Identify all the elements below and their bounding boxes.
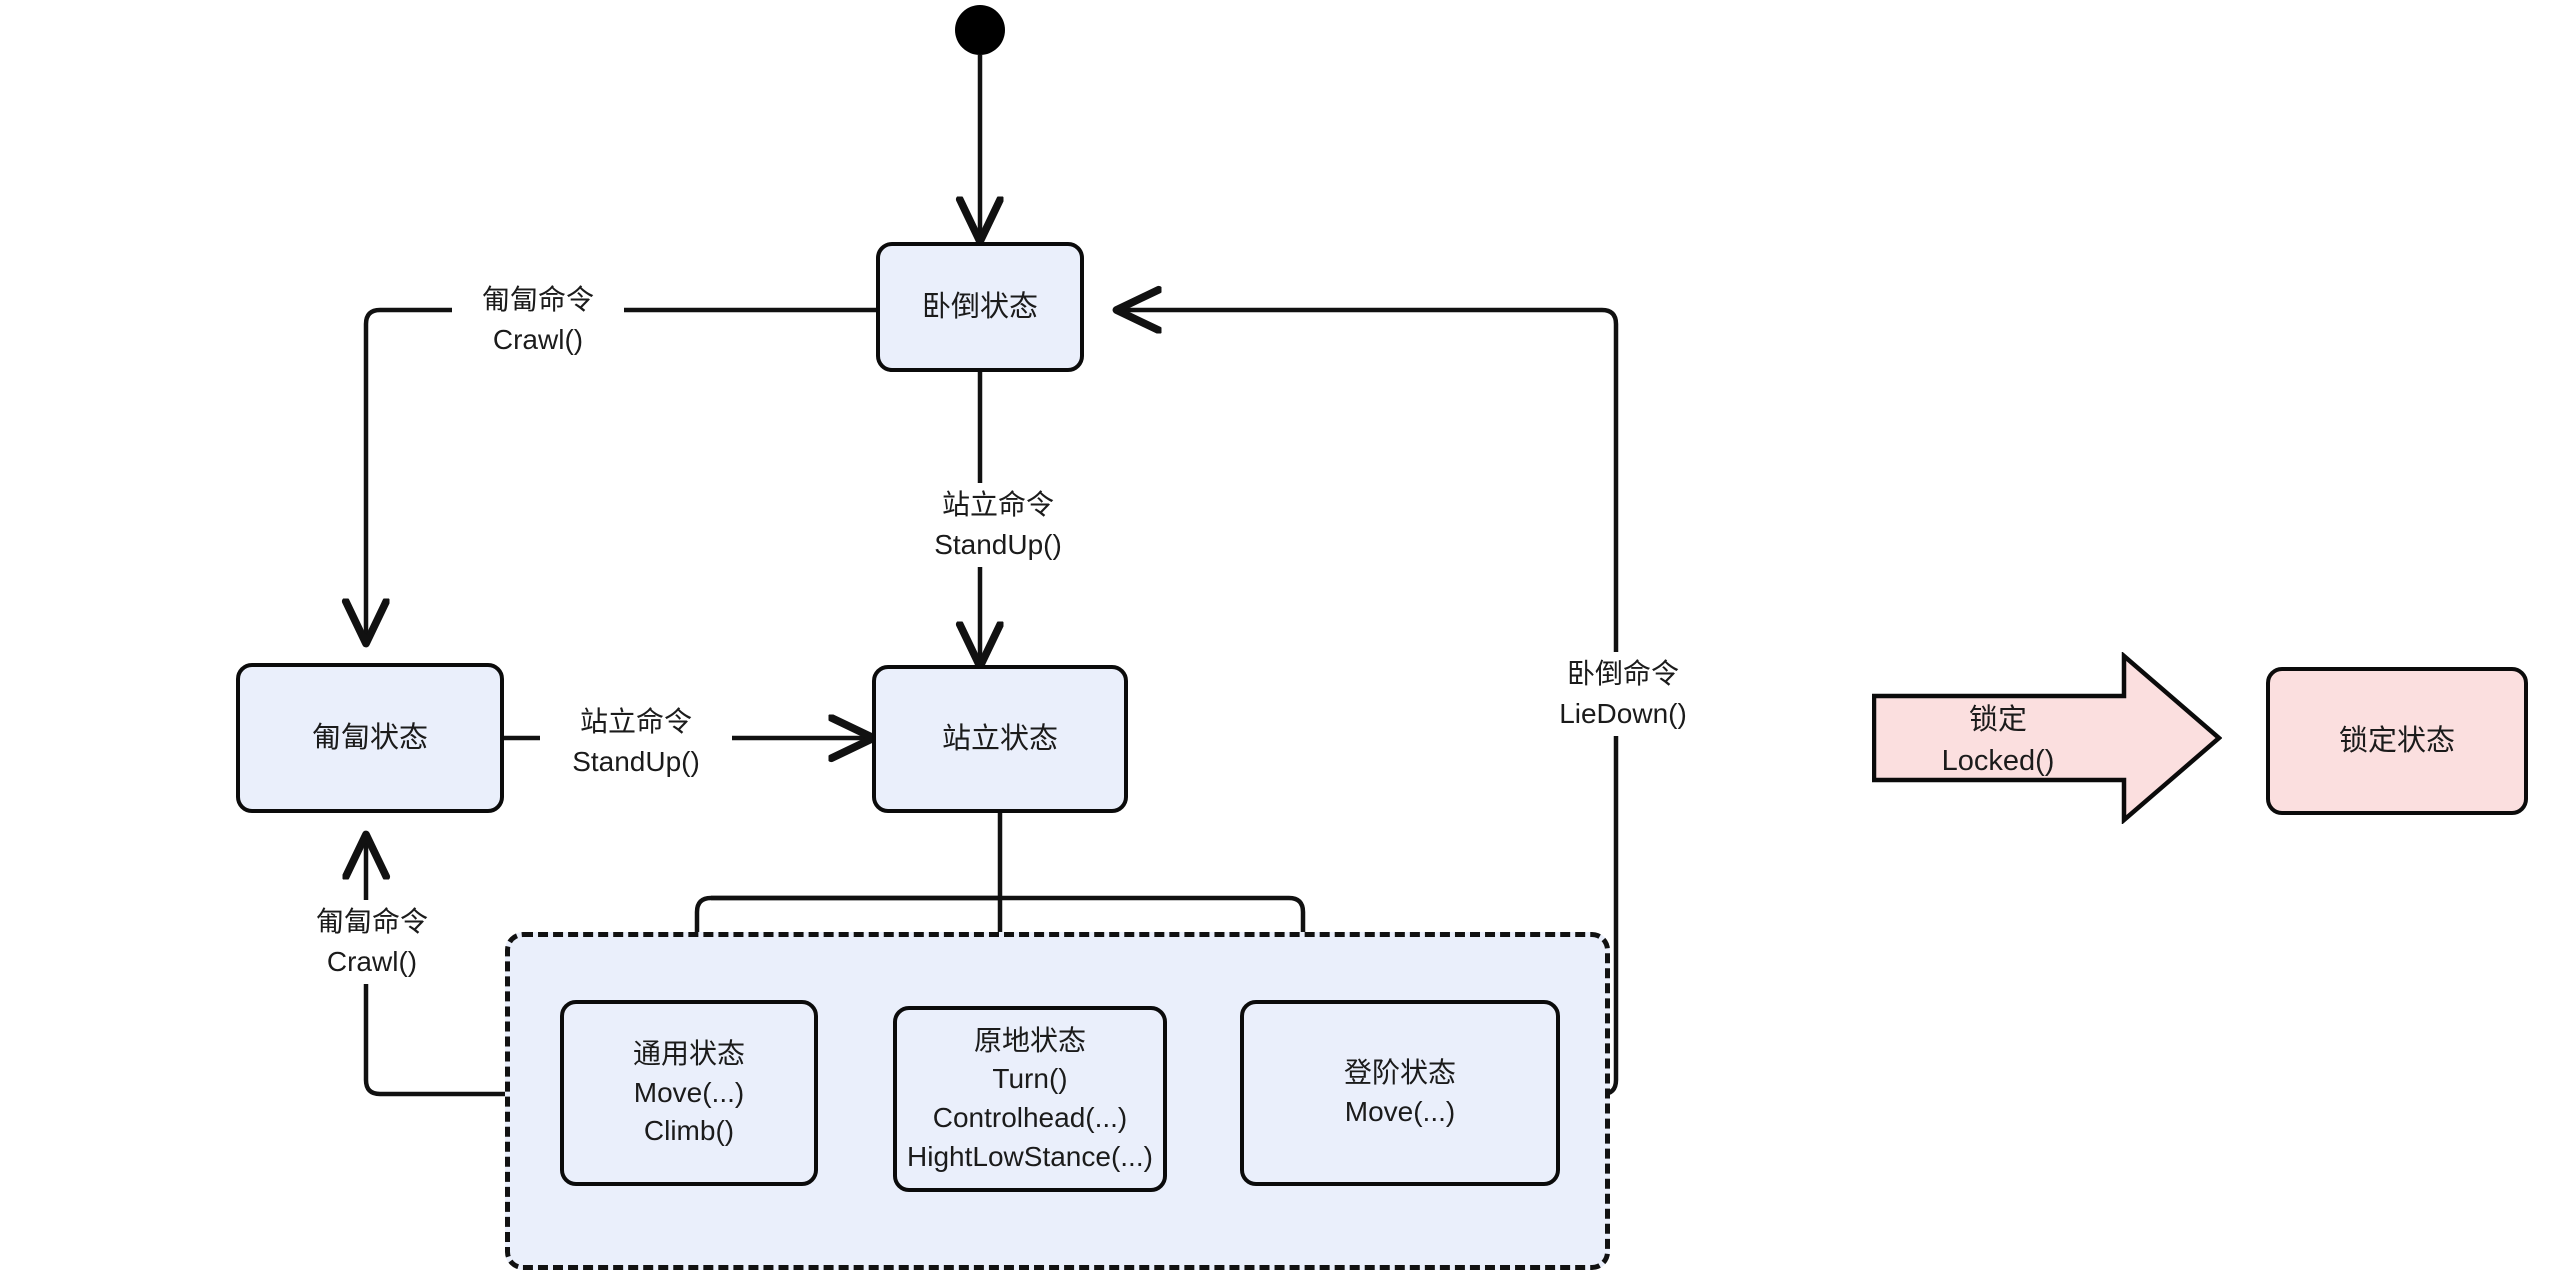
state-node-crawl-line-0: 匍匐状态 [311, 721, 428, 754]
edge-label-standup-center: 站立命令 StandUp() [902, 483, 1094, 567]
state-node-stairs[interactable]: 登阶状态 Move(...) [1240, 1000, 1560, 1186]
edge-label-crawl-top-line-1: Crawl() [492, 323, 584, 355]
edge-label-standup-center-line-1: StandUp() [934, 528, 1062, 560]
edge-general-to-crawl [366, 838, 560, 1097]
state-node-crawl[interactable]: 匍匐状态 [236, 663, 504, 813]
state-node-stairs-line-1: Move(...) [1344, 1096, 1456, 1127]
edge-liedown-to-crawl [366, 307, 876, 640]
edge-label-crawl-bottom-line-1: Crawl() [326, 945, 418, 977]
state-node-stand[interactable]: 站立状态 [872, 665, 1128, 813]
edge-label-standup-left-line-0: 站立命令 [579, 706, 692, 737]
state-node-general-line-1: Move(...) [633, 1076, 745, 1108]
locked-block-arrow-line-1: Locked() [1941, 745, 2055, 778]
start-node [955, 5, 1005, 55]
state-node-locked-line-0: 锁定状态 [2338, 724, 2455, 757]
edge-label-crawl-bottom-line-0: 匍匐命令 [315, 906, 428, 937]
state-node-liedown-line-0: 卧倒状态 [921, 290, 1038, 323]
state-node-stand-line-0: 站立状态 [941, 722, 1058, 755]
edge-label-standup-left: 站立命令 StandUp() [540, 700, 732, 784]
state-node-general-line-0: 通用状态 [632, 1038, 745, 1070]
edge-label-standup-center-line-0: 站立命令 [941, 489, 1054, 520]
edge-label-crawl-top-line-0: 匍匐命令 [481, 284, 594, 315]
edge-label-liedown-right: 卧倒命令 LieDown() [1528, 652, 1718, 736]
state-node-locked[interactable]: 锁定状态 [2266, 667, 2528, 815]
locked-block-arrow-text: 锁定 Locked() [1872, 700, 2124, 782]
state-node-inplace[interactable]: 原地状态 Turn() Controlhead(...) HightLowSta… [893, 1006, 1167, 1192]
edge-label-crawl-top: 匍匐命令 Crawl() [452, 278, 624, 362]
state-node-general[interactable]: 通用状态 Move(...) Climb() [560, 1000, 818, 1186]
state-node-inplace-line-3: HightLowStance(...) [907, 1140, 1153, 1172]
edge-label-crawl-bottom: 匍匐命令 Crawl() [286, 900, 458, 984]
edge-label-standup-left-line-1: StandUp() [572, 745, 700, 777]
state-node-liedown[interactable]: 卧倒状态 [876, 242, 1084, 372]
locked-block-arrow[interactable]: 锁定 Locked() [1871, 651, 2223, 825]
state-node-general-line-2: Climb() [643, 1115, 735, 1147]
state-node-inplace-line-1: Turn() [992, 1063, 1068, 1095]
locked-block-arrow-line-0: 锁定 [1968, 704, 2027, 736]
edge-label-liedown-right-line-1: LieDown() [1559, 697, 1687, 729]
state-node-stairs-line-0: 登阶状态 [1343, 1057, 1456, 1089]
state-node-inplace-line-2: Controlhead(...) [932, 1102, 1128, 1133]
state-node-inplace-line-0: 原地状态 [973, 1024, 1086, 1056]
edge-label-liedown-right-line-0: 卧倒命令 [1566, 658, 1679, 689]
locked-block-arrow-shape [1871, 651, 2223, 825]
